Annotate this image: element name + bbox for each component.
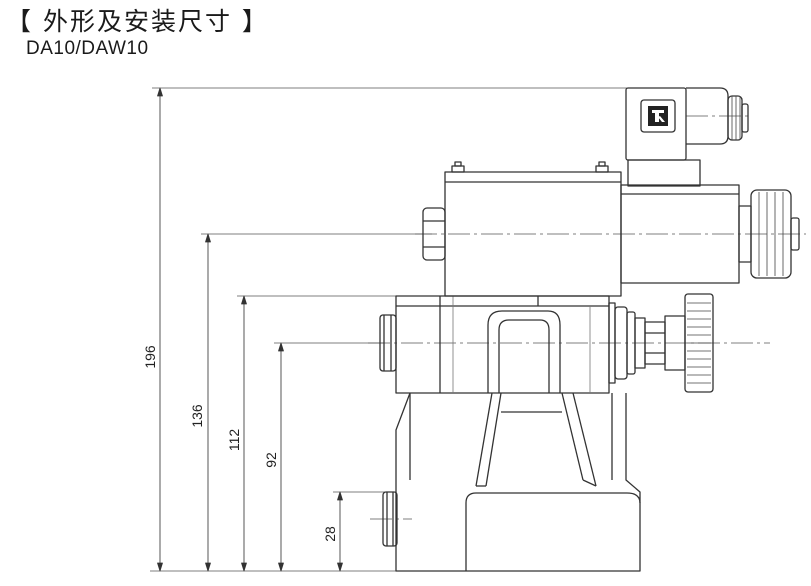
solenoid-valve xyxy=(422,161,800,297)
pilot-body xyxy=(379,295,610,394)
centerlines xyxy=(368,115,806,520)
dimension-136: 136 xyxy=(189,404,205,428)
dimension-28: 28 xyxy=(322,526,338,542)
dimension-196: 196 xyxy=(142,345,158,369)
dimension-lines xyxy=(159,88,341,571)
dimension-112: 112 xyxy=(226,429,242,452)
extension-lines xyxy=(150,87,636,572)
base-body xyxy=(382,392,641,572)
pressure-adjuster xyxy=(608,293,714,393)
dimension-arrows xyxy=(157,87,343,572)
page-title: 【 外形及安装尺寸 】 xyxy=(6,7,269,36)
brand-logo-icon xyxy=(648,106,668,126)
model-label: DA10/DAW10 xyxy=(26,38,149,59)
electrical-connector xyxy=(625,87,749,187)
dimension-92: 92 xyxy=(263,452,279,468)
